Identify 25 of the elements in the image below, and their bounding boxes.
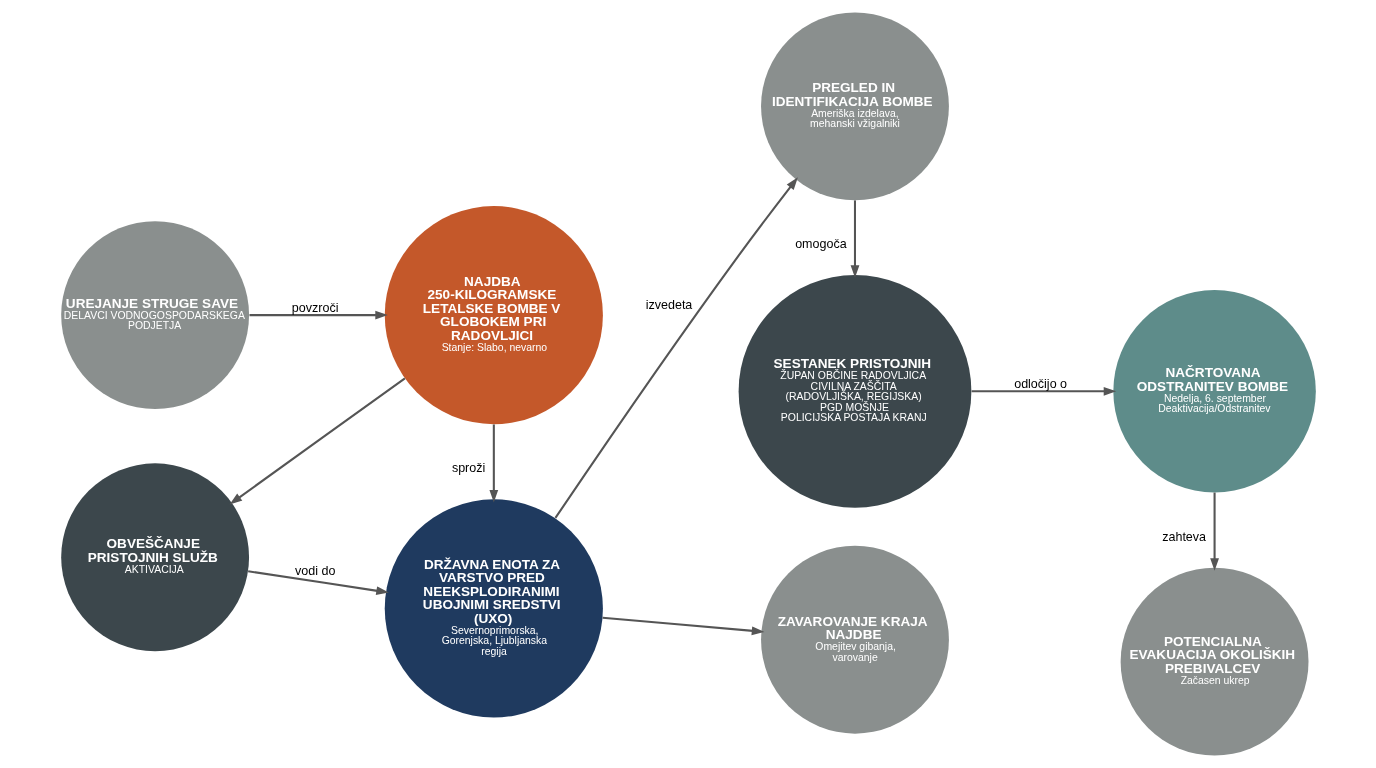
arrow — [1209, 492, 1219, 571]
arrow — [488, 424, 498, 503]
arrow — [602, 616, 764, 636]
edge-label: sproži — [451, 461, 485, 476]
arrow — [249, 310, 388, 320]
edge-label: povzroči — [291, 300, 338, 315]
node-circle: SESTANEK PRISTOJNIH ŽUPAN OBČINE RADOVLJICA CIVILNA ZAŠČITA (RADOVLJIŠKA, REGIJSKA) PGD MOŠNJE POLICIJSKA POSTAJA KRANJ — [738, 274, 971, 508]
node-circle: ZAVAROVANJE KRAJA NAJDBE Omejitev gibanja, varovanje — [760, 545, 949, 734]
node-circle: POTENCIALNA EVAKUACIJA OKOLIŠKIH PREBIVALCEV Začasen ukrep — [1120, 567, 1308, 756]
node-circle: NAJDBA 250-KILOGRAMSKE LETALSKE BOMBE V GLOBOKEM PRI RADOVLJICI Stanje: Slabo, nevarno — [384, 206, 603, 425]
edge-label: odločijo o — [1013, 376, 1067, 391]
node-circle: OBVEŠČANJE PRISTOJNIH SLUŽB AKTIVACIJA — [60, 463, 249, 652]
arrow — [247, 570, 389, 596]
node-circle: PREGLED IN IDENTIFIKACIJA BOMBE Ameriška izdelava, mehanski vžigalniki — [760, 12, 949, 201]
node-circle: UREJANJE STRUGE SAVE DELAVCI VODNOGOSPODARSKEGA PODJETJA — [60, 221, 249, 410]
node-circle: NAČRTOVANA ODSTRANITEV BOMBE Nedelja, 6. september Deaktivacija/Odstranitev — [1112, 290, 1316, 493]
arrow — [554, 177, 798, 519]
arrow — [229, 377, 405, 505]
edge-label: omogoča — [794, 236, 847, 251]
node-circle: DRŽAVNA ENOTA ZA VARSTVO PRED NEEKSPLODIRANIMI UBOJNIMI SREDSTVI (UXO) Severnoprimorska, Gorenjska, Ljubljanska regija — [384, 499, 603, 718]
edge-label: vodi do — [294, 563, 335, 578]
arrow — [971, 386, 1116, 396]
arrow — [850, 200, 859, 278]
edge-label: zahteva — [1161, 529, 1206, 544]
edge-label: izvedeta — [645, 298, 692, 313]
